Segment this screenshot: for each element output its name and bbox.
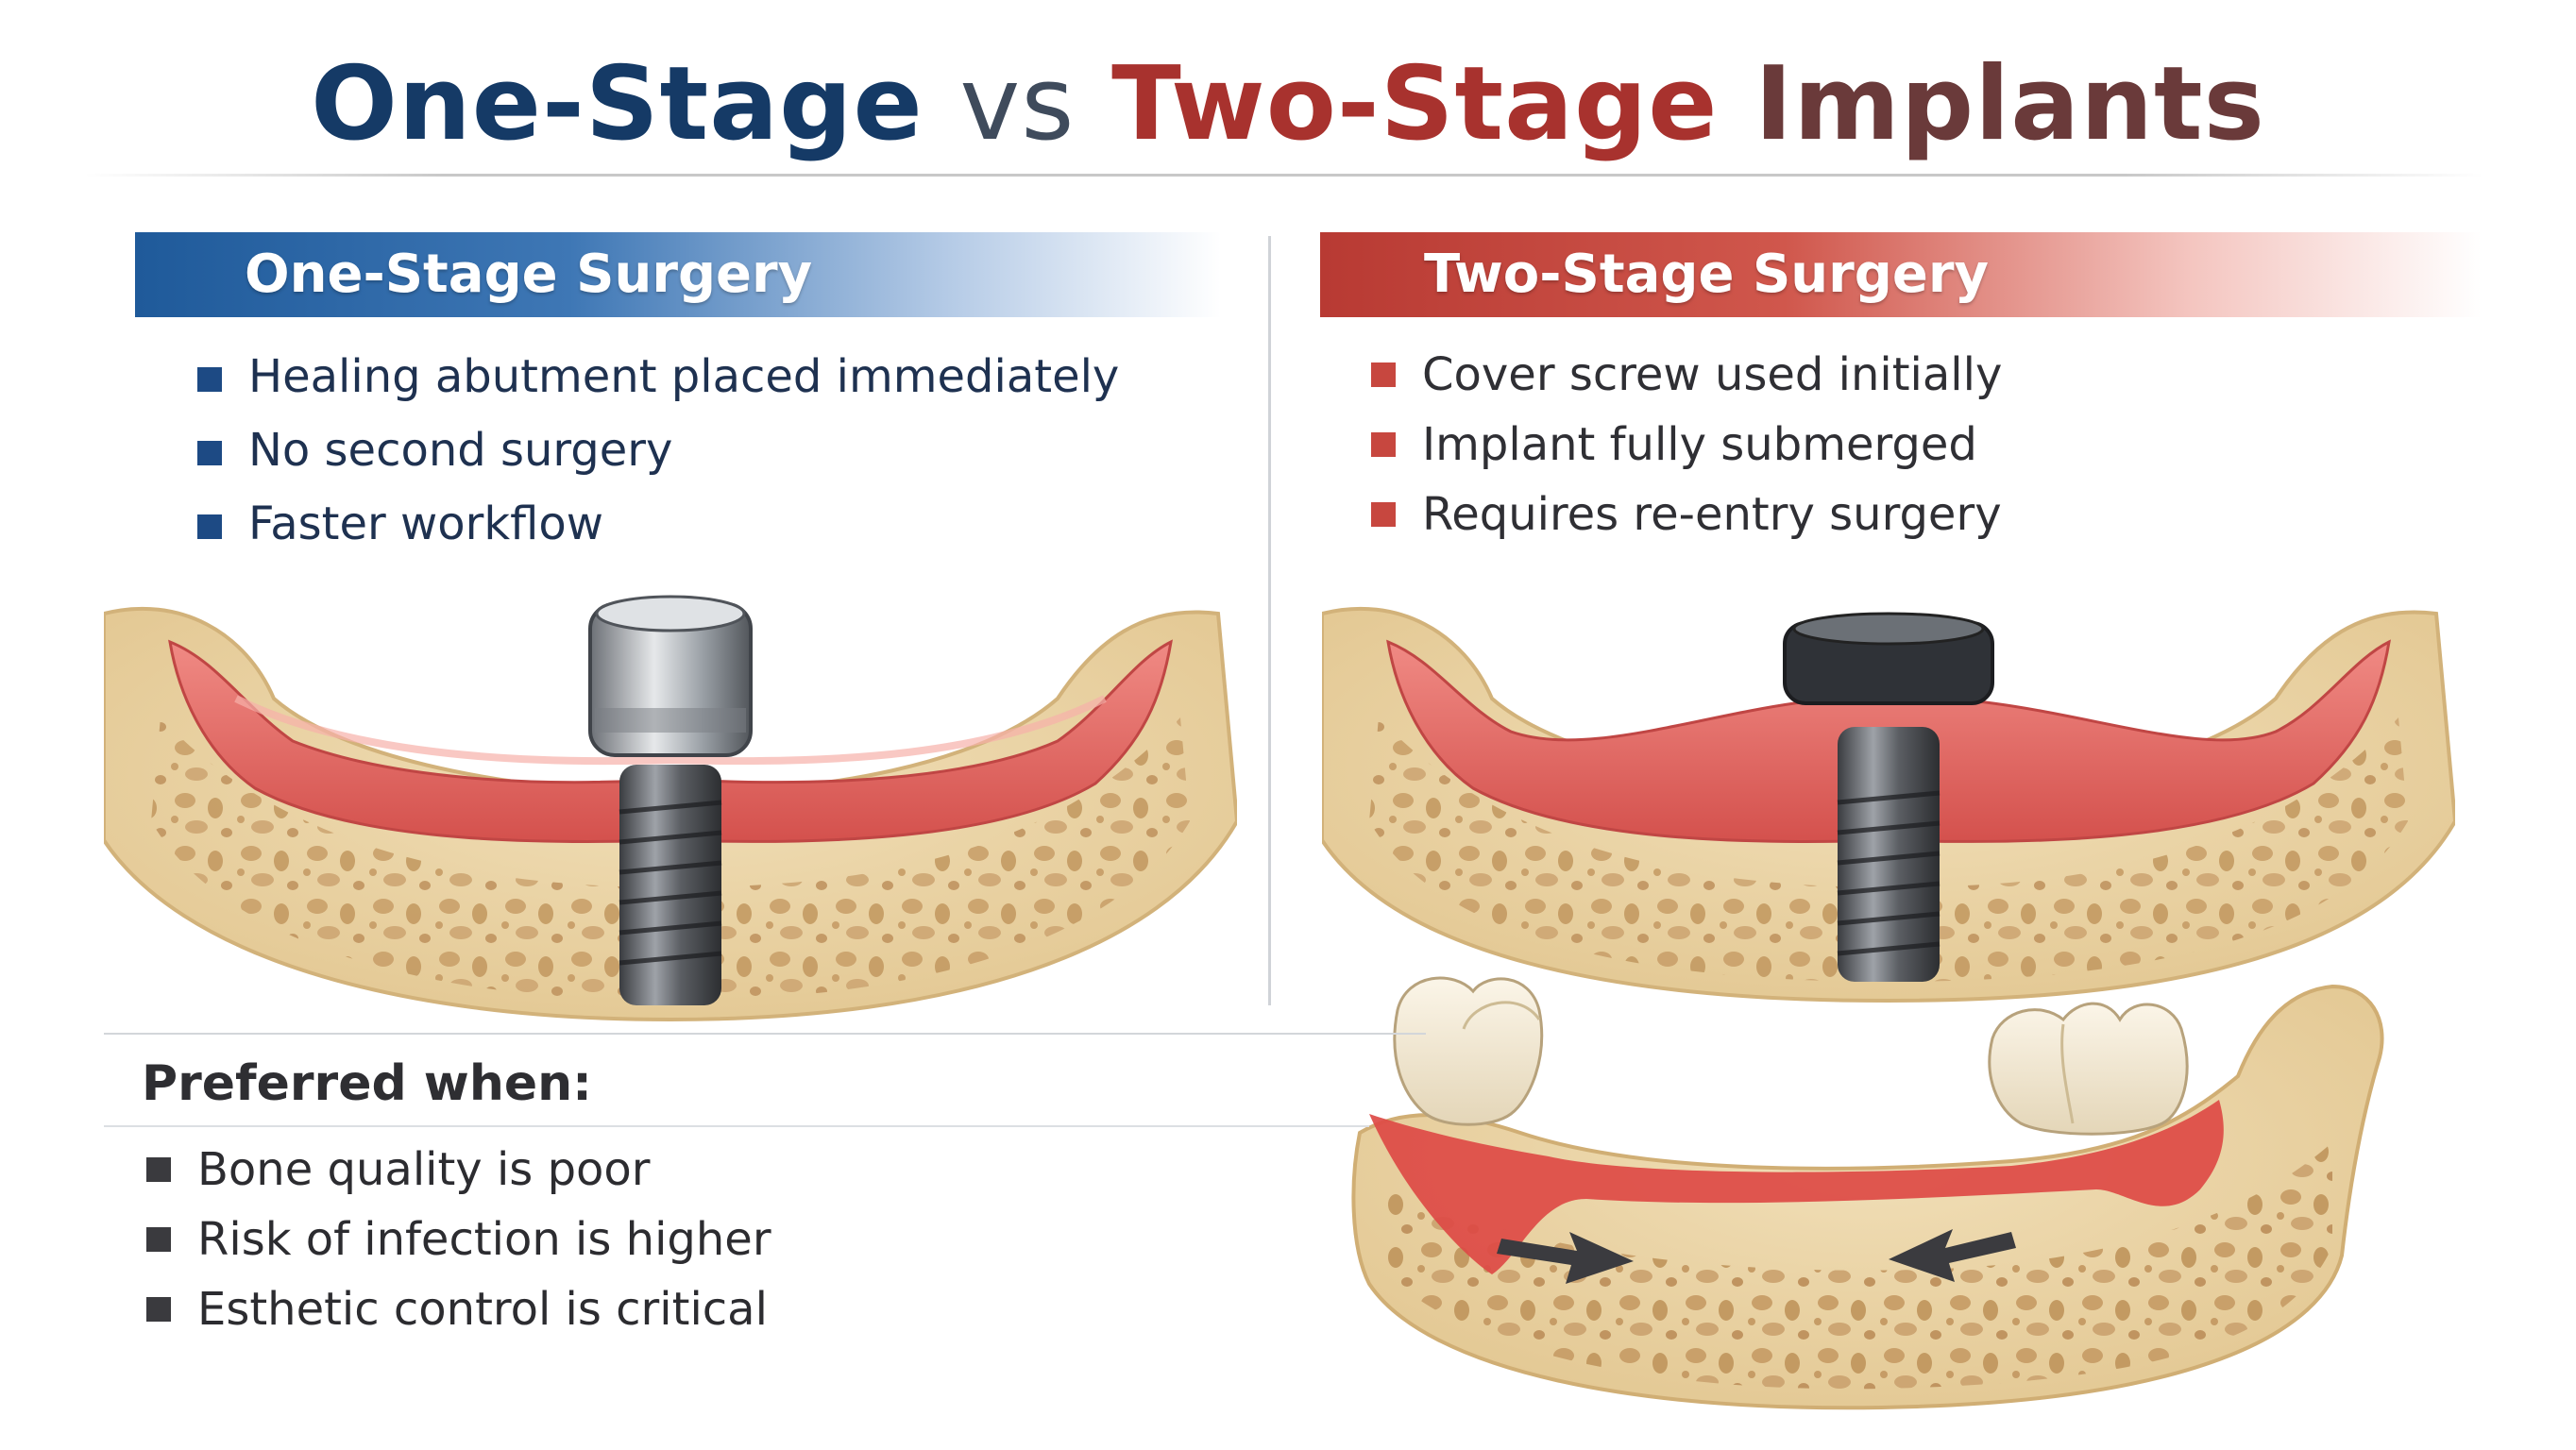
- bullet-square-icon: [1371, 432, 1396, 457]
- list-item: Faster workflow: [197, 487, 1119, 561]
- preferred-when-heading: Preferred when:: [142, 1055, 592, 1112]
- title-two-stage: Two-Stage: [1111, 45, 1719, 163]
- list-item: Esthetic control is critical: [146, 1274, 771, 1344]
- title-one-stage: One-Stage: [311, 45, 924, 163]
- bullet-square-icon: [146, 1297, 171, 1322]
- two-stage-heading: Two-Stage Surgery: [1424, 244, 1989, 305]
- list-item: Bone quality is poor: [146, 1135, 771, 1205]
- bullet-text: Healing abutment placed immediately: [248, 350, 1120, 403]
- one-stage-bullet-list: Healing abutment placed immediately No s…: [197, 340, 1119, 561]
- bullet-text: Cover screw used initially: [1422, 348, 2003, 401]
- list-item: Healing abutment placed immediately: [197, 340, 1119, 413]
- bullet-square-icon: [197, 441, 222, 465]
- one-stage-heading-banner: One-Stage Surgery: [135, 232, 1221, 317]
- gum-tissue: [168, 639, 1173, 843]
- bullet-square-icon: [1371, 362, 1396, 387]
- bullet-text: Faster workflow: [248, 497, 603, 550]
- bullet-text: Requires re-entry surgery: [1422, 488, 2002, 541]
- bullet-text: Bone quality is poor: [197, 1143, 651, 1196]
- molar-teeth-right: [1988, 1002, 2189, 1136]
- jaw-ridge-illustration: [1351, 976, 2384, 1410]
- bullet-text: Esthetic control is critical: [197, 1283, 768, 1336]
- arrow-icon: [1497, 1232, 1634, 1284]
- list-item: Risk of infection is higher: [146, 1205, 771, 1274]
- bullet-square-icon: [146, 1227, 171, 1252]
- implant-body: [619, 765, 721, 1005]
- bullet-text: Risk of infection is higher: [197, 1213, 771, 1266]
- bullet-text: No second surgery: [248, 424, 673, 477]
- list-item: Cover screw used initially: [1371, 340, 2002, 410]
- list-item: Requires re-entry surgery: [1371, 480, 2002, 549]
- gum-ridge: [1369, 1100, 2224, 1274]
- section-divider: [104, 1033, 1426, 1035]
- bullet-square-icon: [146, 1157, 171, 1182]
- column-divider: [1268, 236, 1271, 1005]
- list-item: No second surgery: [197, 413, 1119, 487]
- one-stage-implant-illustration: [104, 595, 1237, 1022]
- page-title: One-Stage vs Two-Stage Implants: [0, 45, 2576, 163]
- two-stage-implant-illustration: [1322, 606, 2455, 1003]
- two-stage-heading-banner: Two-Stage Surgery: [1320, 232, 2482, 317]
- title-vs: vs: [959, 45, 1076, 163]
- title-divider: [85, 174, 2483, 177]
- molar-teeth-left: [1393, 976, 1544, 1126]
- title-implants: Implants: [1754, 45, 2265, 163]
- bullet-text: Implant fully submerged: [1422, 418, 1977, 471]
- two-stage-bullet-list: Cover screw used initially Implant fully…: [1371, 340, 2002, 549]
- list-item: Implant fully submerged: [1371, 410, 2002, 480]
- bullet-square-icon: [197, 514, 222, 539]
- one-stage-heading: One-Stage Surgery: [245, 244, 813, 305]
- bullet-square-icon: [197, 367, 222, 392]
- bullet-square-icon: [1371, 502, 1396, 527]
- arrow-icon: [1889, 1229, 2016, 1282]
- preferred-bullet-list: Bone quality is poor Risk of infection i…: [146, 1135, 771, 1344]
- section-divider: [104, 1125, 1369, 1127]
